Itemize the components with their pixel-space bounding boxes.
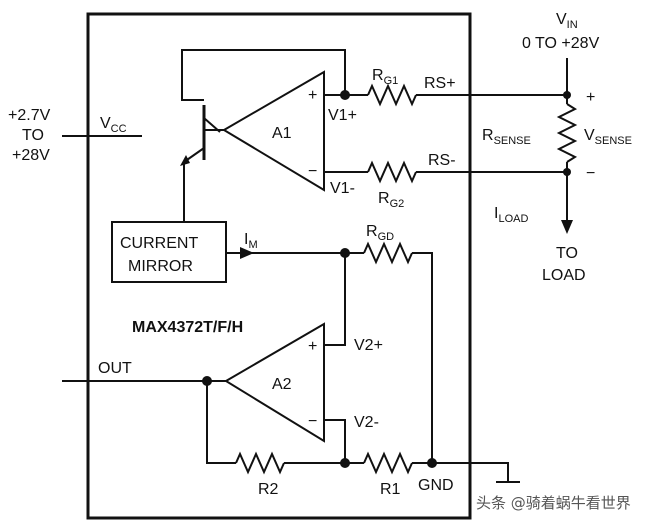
vsense-minus-sign: − (586, 165, 595, 182)
current-mirror-line2: MIRROR (128, 258, 193, 275)
vsense-plus-sign: + (586, 89, 595, 106)
feedback-wire (181, 49, 346, 101)
r2-feedback-wire (206, 381, 236, 464)
r1-label: R1 (380, 481, 401, 498)
vin-label: VIN (556, 11, 578, 31)
r2-label: R2 (258, 481, 279, 498)
vcc-range-line1: +2.7V (8, 107, 51, 124)
a2-minus-wire (324, 419, 346, 463)
rg2-resistor (367, 160, 417, 184)
current-mirror-line1: CURRENT (120, 235, 198, 252)
vcc-range-line2: TO (22, 127, 44, 144)
a1-label: A1 (272, 125, 292, 142)
vcc-range-line3: +28V (12, 147, 50, 164)
vsense-label: VSENSE (584, 127, 632, 147)
a2-plus-wire (324, 253, 346, 346)
a1-minus-sign: − (308, 163, 317, 180)
rsense-label: RSENSE (482, 127, 531, 147)
rs-minus-node (563, 168, 571, 176)
gnd-label: GND (418, 477, 454, 494)
a2-plus-sign: + (308, 338, 317, 355)
watermark: 头条 @骑着蜗牛看世界 (476, 494, 631, 512)
a2-minus-sign: − (308, 413, 317, 430)
a2-label: A2 (272, 376, 292, 393)
rgd-label: RGD (366, 223, 394, 243)
v2-minus-label: V2- (354, 414, 379, 431)
r2-resistor (235, 451, 285, 475)
rs-minus-label: RS- (428, 152, 456, 169)
op-amp-a1 (222, 70, 325, 192)
out-label: OUT (98, 360, 132, 377)
rs-plus-label: RS+ (424, 75, 456, 92)
chip-name-label: MAX4372T/F/H (132, 319, 243, 336)
transistor-arrow-icon (180, 155, 190, 166)
rg2-label: RG2 (378, 190, 404, 210)
v1-minus-label: V1- (330, 180, 355, 197)
to-load-line1: TO (556, 245, 578, 262)
vcc-label: VCC (100, 115, 127, 135)
v1-plus-label: V1+ (328, 107, 357, 124)
load-arrow-icon (561, 220, 573, 234)
im-arrow-icon (240, 247, 254, 259)
im-label: IM (244, 231, 258, 251)
rg1-resistor (367, 83, 417, 107)
chip-outline (86, 12, 472, 520)
rgd-to-gnd-wire (412, 252, 433, 463)
v2-plus-label: V2+ (354, 337, 383, 354)
rgd-resistor (363, 241, 413, 265)
iload-label: ILOAD (494, 205, 528, 225)
to-load-line2: LOAD (542, 267, 586, 284)
vin-range-label: 0 TO +28V (522, 35, 600, 52)
gnd-wire (432, 462, 509, 482)
a1-plus-sign: + (308, 87, 317, 104)
op-amp-a2 (224, 322, 325, 443)
rs-plus-node (563, 91, 571, 99)
rg1-label: RG1 (372, 67, 398, 87)
r1-resistor (363, 451, 413, 475)
rsense-resistor (556, 103, 578, 163)
